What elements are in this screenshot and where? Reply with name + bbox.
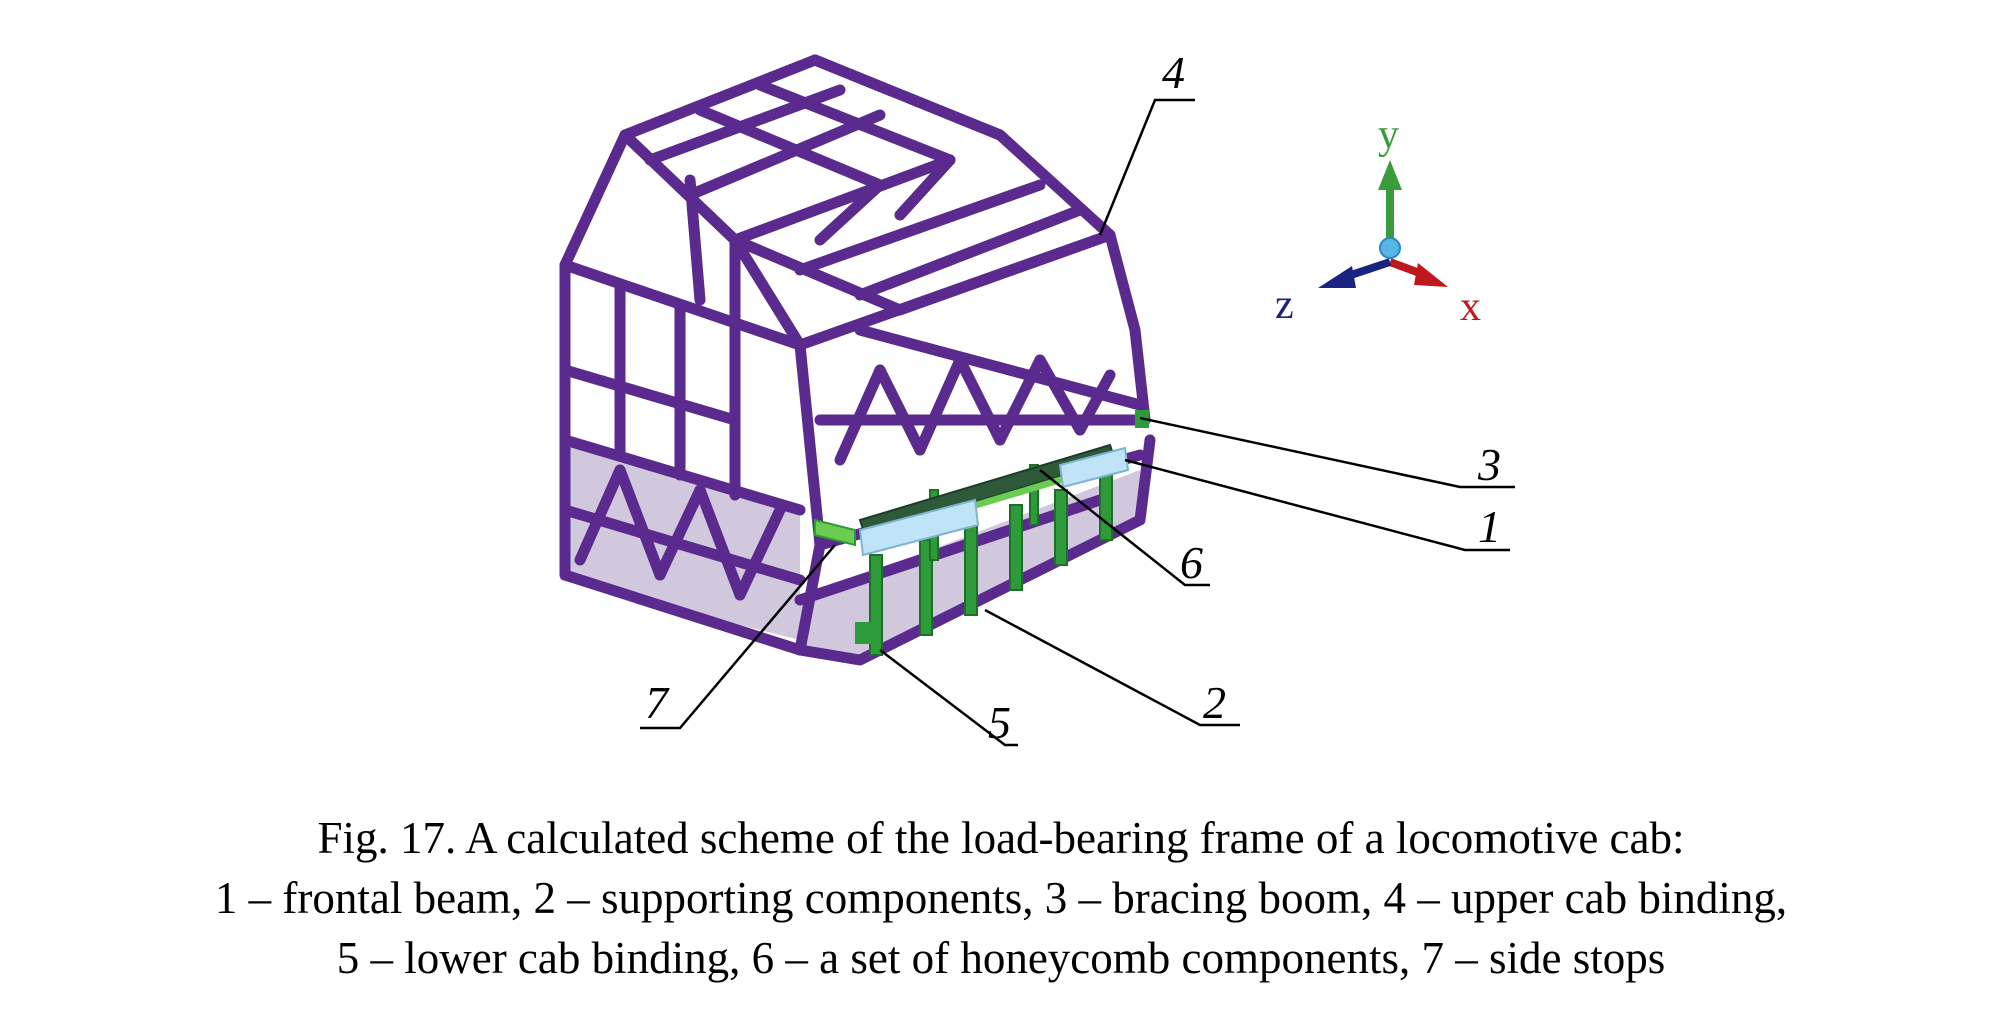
front-right-pillar [1104, 229, 1151, 426]
figure-caption: Fig. 17. A calculated scheme of the load… [0, 808, 2002, 988]
roof-beam [854, 204, 1086, 301]
left-side-member [559, 504, 806, 586]
lower-front-member [794, 494, 1106, 606]
left-side-member [574, 464, 626, 566]
side-stop [814, 518, 856, 547]
y-axis-arrow-icon [1378, 160, 1402, 190]
roof-beam [814, 179, 886, 246]
cab-frame [559, 54, 1156, 666]
side-stops [814, 410, 1149, 644]
left-side-member [734, 504, 786, 601]
front-truss [1034, 354, 1086, 436]
roof-beam [794, 179, 1046, 276]
support-post [1054, 489, 1068, 566]
callout-5: 5 [988, 697, 1011, 748]
front-truss [874, 364, 926, 456]
leader-lines [640, 98, 1515, 747]
y-axis-label: y [1378, 112, 1399, 158]
support-post [964, 524, 978, 616]
frontal-beam-right [1058, 446, 1130, 489]
side-stop-foot [855, 622, 873, 644]
callout-2: 2 [1203, 677, 1226, 728]
callout-4: 4 [1162, 47, 1185, 98]
roof-beam [729, 154, 956, 246]
support-post [919, 539, 933, 636]
roof-beam [644, 84, 846, 166]
front-truss [994, 354, 1046, 446]
leader-3 [1139, 416, 1515, 489]
left-side-frame [559, 129, 806, 656]
callout-3: 3 [1477, 439, 1501, 490]
leader-5 [879, 649, 1018, 747]
front-truss [834, 364, 886, 466]
x-axis-label: x [1460, 284, 1481, 330]
left-side-member [614, 464, 666, 581]
support-post [1009, 504, 1023, 591]
roof-beam [809, 54, 1006, 141]
front-truss [914, 354, 966, 456]
z-axis-arrow-icon [1318, 266, 1356, 288]
frontal-beam-left [858, 498, 980, 557]
leader-6 [1039, 469, 1210, 587]
lower-front-frame [794, 434, 1156, 666]
leader-2 [984, 608, 1240, 727]
caption-line-2: 1 – frontal beam, 2 – supporting compone… [214, 873, 1788, 923]
callout-6: 6 [1180, 537, 1203, 588]
axes-triad: y x z [1275, 112, 1481, 330]
front-pillar [794, 229, 1116, 351]
callout-1: 1 [1478, 501, 1501, 552]
z-axis-label: z [1275, 282, 1294, 328]
roof-beam [684, 109, 886, 201]
callout-7: 7 [645, 677, 670, 728]
leader-1 [1124, 458, 1510, 552]
support-post [1029, 464, 1039, 526]
leader-7 [640, 544, 836, 730]
front-truss [954, 354, 1006, 446]
left-side-member [684, 174, 706, 306]
callout-numbers: 4 3 1 6 2 5 7 [645, 47, 1501, 748]
left-side-member [654, 484, 706, 581]
caption-line-1: Fig. 17. A calculated scheme of the load… [317, 813, 1685, 863]
window-sill [854, 324, 1146, 411]
frontal-beam [858, 446, 1130, 557]
front-truss [1074, 369, 1116, 436]
x-axis-arrow-icon [1414, 263, 1448, 287]
support-post [1099, 474, 1113, 541]
left-side-member [694, 484, 746, 601]
cab-frame-diagram: 4 3 1 6 2 5 7 y x z [559, 47, 1515, 748]
leader-4 [1098, 98, 1195, 236]
origin-icon [1379, 237, 1401, 259]
caption-line-3: 5 – lower cab binding, 6 – a set of hone… [336, 933, 1666, 983]
roof-beam [894, 154, 956, 221]
left-side-member [619, 129, 741, 246]
left-side-member [559, 364, 741, 426]
